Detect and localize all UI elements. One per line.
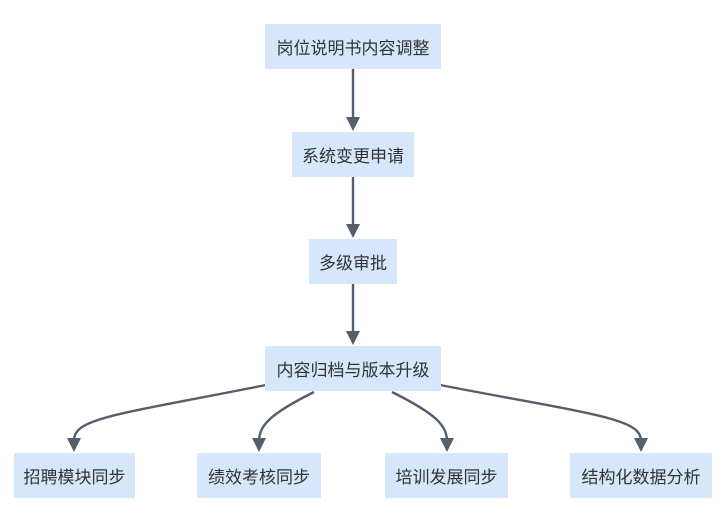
arrowhead-step3: [346, 224, 360, 238]
node-training-sync: 培训发展同步: [385, 453, 508, 498]
node-archive-and-version-upgrade: 内容归档与版本升级: [265, 346, 441, 391]
node-recruiting-sync: 招聘模块同步: [14, 453, 135, 498]
edge-step4-training: [391, 390, 449, 441]
edge-step4-recruiting: [72, 383, 267, 441]
node-structured-data-analysis: 结构化数据分析: [570, 453, 712, 498]
arrowhead-step4: [346, 331, 360, 345]
arrowhead-analysis: [634, 438, 648, 452]
edge-step4-analysis: [439, 383, 643, 441]
node-job-description-adjustment: 岗位说明书内容调整: [265, 24, 441, 69]
arrowhead-training: [440, 438, 454, 452]
arrowhead-recruiting: [67, 438, 81, 452]
node-system-change-request: 系统变更申请: [292, 132, 414, 177]
arrowhead-step2: [346, 117, 360, 131]
node-multi-level-approval: 多级审批: [309, 239, 397, 284]
node-performance-sync: 绩效考核同步: [197, 453, 321, 498]
edge-step4-performance: [257, 390, 315, 441]
arrowhead-performance: [252, 438, 266, 452]
